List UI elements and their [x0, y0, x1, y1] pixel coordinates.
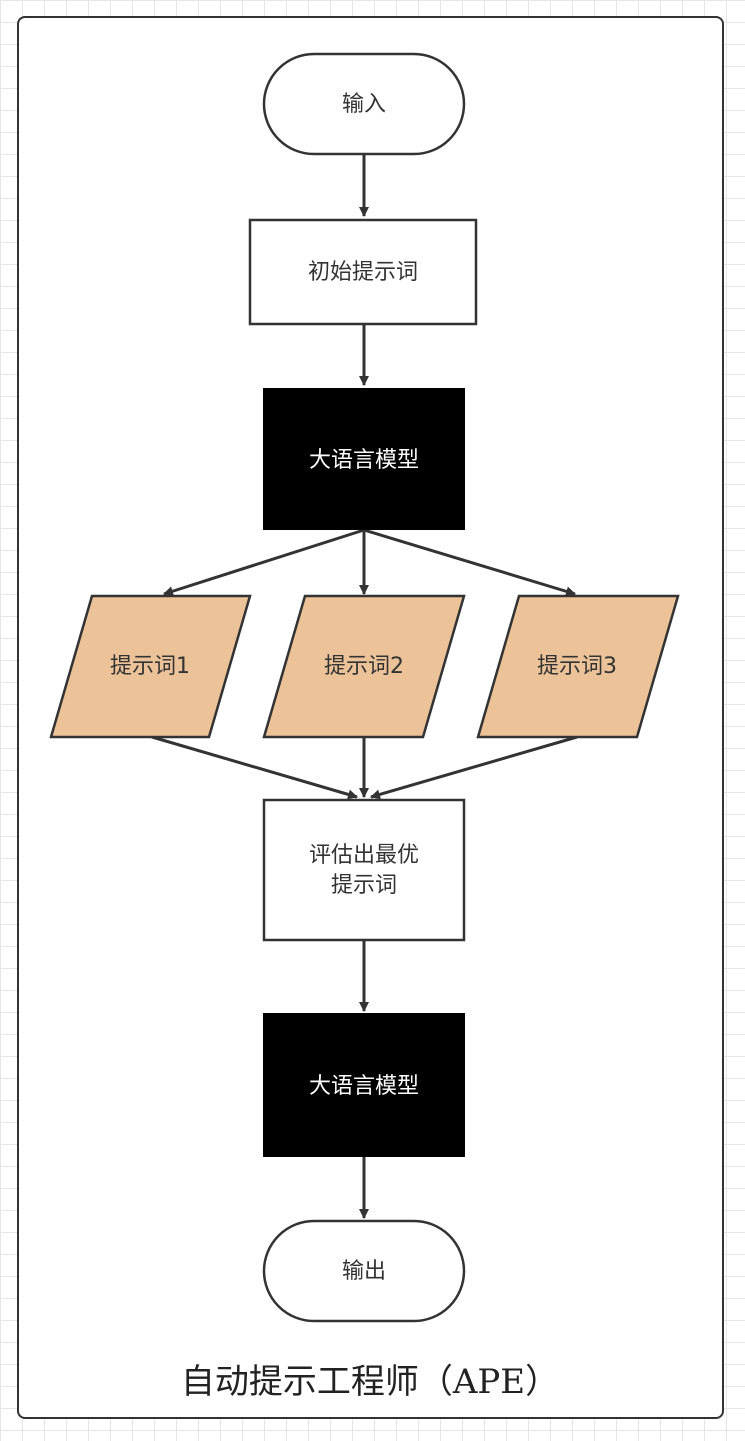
input-label: 输入	[342, 92, 386, 117]
edge-prompt-3-to-evaluate	[370, 735, 578, 800]
initial-prompt-node: 初始提示词	[248, 218, 478, 326]
llm-node-2: 大语言模型	[263, 1013, 465, 1157]
edges	[151, 155, 578, 1219]
llm-1-label: 大语言模型	[309, 448, 419, 473]
initial-prompt-label: 初始提示词	[308, 260, 418, 285]
evaluate-label-line-1: 评估出最优	[309, 843, 419, 868]
prompt-2-node: 提示词2	[262, 594, 466, 739]
output-label: 输出	[342, 1259, 386, 1284]
edge-llm-to-prompt-1	[163, 528, 365, 597]
edge-prompt-1-to-evaluate	[151, 735, 358, 800]
prompt-3-label: 提示词3	[537, 654, 617, 679]
output-node: 输出	[262, 1219, 466, 1323]
llm-2-label: 大语言模型	[309, 1074, 419, 1099]
prompt-3-node: 提示词3	[476, 594, 680, 739]
input-node: 输入	[262, 52, 466, 156]
prompt-2-label: 提示词2	[324, 654, 404, 679]
prompt-1-label: 提示词1	[110, 654, 190, 679]
evaluate-node: 评估出最优 提示词	[262, 798, 466, 942]
llm-node-1: 大语言模型	[263, 388, 465, 530]
evaluate-label-line-2: 提示词	[331, 873, 397, 898]
edge-llm-to-prompt-3	[363, 528, 576, 597]
diagram-caption: 自动提示工程师（APE）	[181, 1362, 559, 1402]
prompt-1-node: 提示词1	[49, 594, 252, 739]
